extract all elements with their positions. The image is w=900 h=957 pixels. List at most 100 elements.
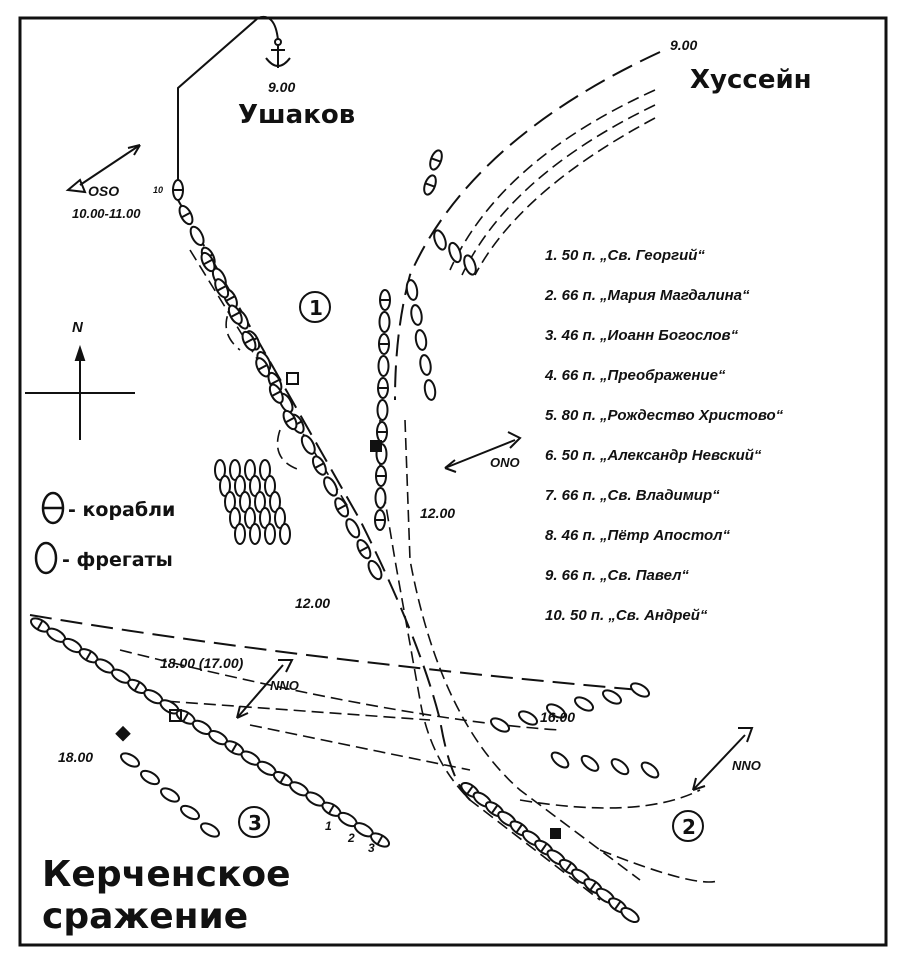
ship-marker xyxy=(159,787,181,803)
evening-time: 18.00 (17.00) xyxy=(160,655,244,671)
legend-frigates-label: - фрегаты xyxy=(62,549,173,571)
column-time: 10.00-11.00 xyxy=(72,206,141,221)
ship-marker xyxy=(369,832,391,848)
phase-2-marker: 2 xyxy=(672,810,704,842)
legend-ships-label: - корабли xyxy=(68,499,175,521)
ship-list-item: 10. 50 п. „Св. Андрей“ xyxy=(545,607,708,624)
ship-marker xyxy=(423,379,437,401)
evening-far-left-time: 18.00 xyxy=(58,749,93,765)
ship-marker xyxy=(227,304,243,325)
ship-marker xyxy=(629,682,651,698)
ship-marker xyxy=(200,251,216,273)
ship-marker xyxy=(279,523,291,545)
ship-marker xyxy=(323,476,338,497)
ship-marker xyxy=(489,717,511,733)
ship-marker xyxy=(268,383,284,404)
ship-marker xyxy=(29,617,51,633)
ship-list-item: 7. 66 п. „Св. Владимир“ xyxy=(545,487,720,504)
ship-marker xyxy=(378,333,390,355)
ship-marker xyxy=(433,229,447,251)
ship-marker xyxy=(423,174,437,196)
ship-of-line-symbol xyxy=(41,491,65,525)
ship-marker xyxy=(249,523,261,545)
ship-list-item: 1. 50 п. „Св. Георгий“ xyxy=(545,247,705,264)
ship-list-item: 3. 46 п. „Иоанн Богослов“ xyxy=(545,327,739,344)
turkish-flagship-marker xyxy=(370,440,382,452)
compass-north-label: N xyxy=(72,319,84,336)
svg-text:1: 1 xyxy=(309,296,323,320)
ship-marker xyxy=(379,289,391,311)
phase-3-marker: 3 xyxy=(238,806,270,838)
noon-right-time: 12.00 xyxy=(420,505,455,521)
ship-marker xyxy=(517,710,539,726)
ship-list-item: 6. 50 п. „Александр Невский“ xyxy=(545,447,762,464)
wind-arrow-oso xyxy=(65,144,141,194)
wind-arrow-nno-right xyxy=(692,727,754,791)
ship-marker xyxy=(374,487,387,509)
ship-marker xyxy=(405,279,419,301)
ship-list-item: 5. 80 п. „Рождество Христово“ xyxy=(545,407,784,424)
ship-formations xyxy=(29,149,660,924)
bottom-tracks xyxy=(29,614,721,883)
wind-arrow-ono xyxy=(444,431,522,473)
ship-list-item: 2. 66 п. „Мария Магдалина“ xyxy=(544,287,750,304)
ship-marker xyxy=(374,509,386,531)
ship-list: 1. 50 п. „Св. Георгий“ 2. 66 п. „Мария Ма… xyxy=(544,247,784,624)
flagship-marker xyxy=(169,709,182,722)
ship-marker xyxy=(580,754,600,772)
compass-cross xyxy=(25,344,135,440)
ship-marker xyxy=(311,455,327,476)
ship-marker xyxy=(620,906,640,924)
ship-marker xyxy=(139,769,161,786)
noon-left-time: 12.00 xyxy=(295,595,330,611)
ship-marker xyxy=(429,149,443,171)
ship-marker xyxy=(448,241,462,264)
ship-marker xyxy=(377,355,390,377)
turkish-approach-tracks xyxy=(379,51,661,901)
wind-arrow-nno-left xyxy=(236,659,294,719)
ship-marker xyxy=(610,758,630,776)
ship-marker xyxy=(550,751,570,769)
ship-marker xyxy=(367,559,383,581)
turkish-start-time: 9.00 xyxy=(670,37,697,53)
ship-marker xyxy=(378,311,391,333)
wind-oso-label: OSO xyxy=(88,183,119,199)
ship-marker xyxy=(189,225,205,247)
ship-marker xyxy=(545,703,567,719)
ship-marker xyxy=(640,761,660,779)
lead-ship-number: 10 xyxy=(153,185,163,195)
ship-marker xyxy=(241,330,257,352)
ship-list-item: 4. 66 п. „Преображение“ xyxy=(544,367,726,384)
ship-list-item: 8. 46 п. „Пётр Апостол“ xyxy=(545,527,730,544)
afternoon-time: 16.00 xyxy=(540,709,575,725)
turkish-commander-label: Хуссейн xyxy=(690,65,812,95)
anchor-time: 9.00 xyxy=(268,79,295,95)
ship-number-3: 3 xyxy=(368,841,375,855)
ship-marker xyxy=(172,179,184,201)
ship-marker xyxy=(179,804,201,821)
ship-list-item: 9. 66 п. „Св. Павел“ xyxy=(545,567,689,584)
ship-marker xyxy=(255,357,271,378)
ship-marker xyxy=(601,689,623,705)
ship-marker xyxy=(214,278,230,299)
flagship-marker xyxy=(286,372,299,385)
ship-marker xyxy=(376,399,389,421)
ship-marker xyxy=(119,752,141,768)
russian-approach-path xyxy=(177,16,279,185)
ship-marker xyxy=(410,304,423,326)
ship-marker xyxy=(356,538,372,560)
ship-marker xyxy=(345,518,361,539)
ship-marker xyxy=(419,354,432,376)
svg-text:3: 3 xyxy=(248,811,262,835)
turkish-flagship-marker xyxy=(115,725,131,742)
map-title-line-1: Керченское xyxy=(42,854,291,895)
ship-marker xyxy=(264,523,276,545)
anchor-icon xyxy=(265,38,291,68)
map-title-line-2: сражение xyxy=(42,896,248,937)
ship-marker xyxy=(377,377,389,399)
wind-nno-left-label: NNO xyxy=(270,678,299,693)
phase-1-marker: 1 xyxy=(299,291,331,323)
ship-marker xyxy=(573,696,595,712)
ship-marker xyxy=(414,329,428,351)
ship-marker xyxy=(199,822,221,838)
